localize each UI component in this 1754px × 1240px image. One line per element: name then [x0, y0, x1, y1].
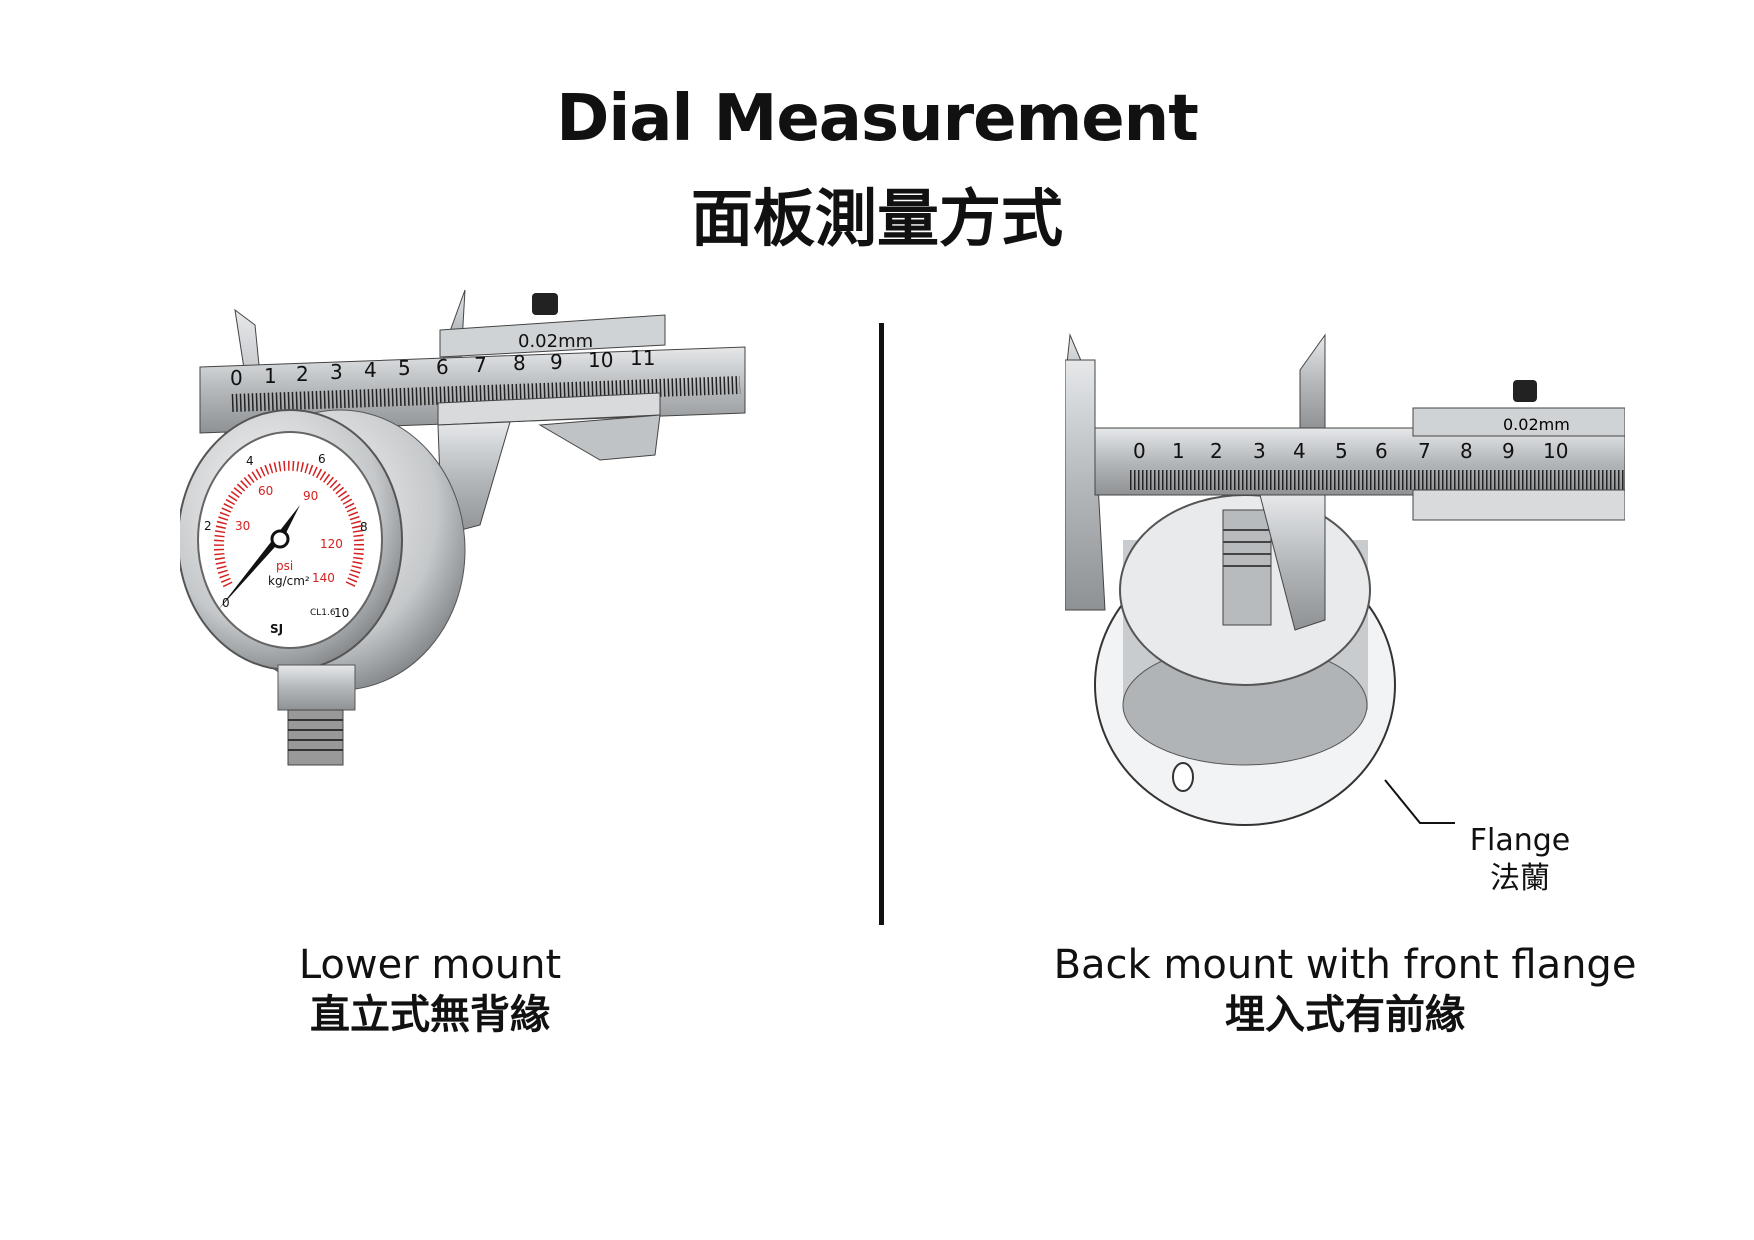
- thumb-screw-icon: [532, 293, 558, 315]
- svg-text:10: 10: [334, 606, 349, 620]
- lower-mount-illustration: 0 1 2 3 4 5 6 7 8 9 10 11 0.02mm 30 60 9…: [180, 289, 746, 766]
- title-en: Dial Measurement: [556, 82, 1199, 156]
- svg-text:3: 3: [1253, 439, 1266, 463]
- svg-text:30: 30: [235, 519, 250, 533]
- svg-text:8: 8: [360, 520, 368, 534]
- scale-label: 3: [330, 360, 343, 384]
- flange-label-zh: 法蘭: [1490, 861, 1550, 896]
- svg-text:1: 1: [1172, 439, 1185, 463]
- resolution-label: 0.02mm: [518, 331, 593, 352]
- flange-leader-line: [1384, 779, 1455, 824]
- svg-text:7: 7: [1418, 439, 1431, 463]
- caption-zh: 直立式無背緣: [310, 992, 550, 1038]
- svg-text:SJ: SJ: [270, 622, 283, 636]
- caption-en: Back mount with front flange: [1053, 942, 1637, 988]
- svg-text:60: 60: [258, 484, 273, 498]
- svg-text:6: 6: [1375, 439, 1388, 463]
- scale-label: 9: [550, 350, 563, 374]
- main-scale: 0 1 2 3 4 5 6 7 8 9 10: [1133, 439, 1568, 463]
- svg-text:10: 10: [1543, 439, 1568, 463]
- main-scale: 0 1 2 3 4 5 6 7 8 9 10 11: [230, 346, 655, 390]
- svg-text:140: 140: [312, 571, 335, 585]
- flange-label-en: Flange: [1469, 823, 1571, 858]
- flange-callout: Flange 法蘭: [1460, 822, 1580, 898]
- svg-text:9: 9: [1502, 439, 1515, 463]
- scale-label: 2: [296, 362, 309, 386]
- svg-text:0: 0: [222, 596, 230, 610]
- svg-text:4: 4: [1293, 439, 1306, 463]
- svg-text:2: 2: [204, 519, 212, 533]
- svg-text:6: 6: [318, 452, 326, 466]
- kg-scale: 0 2 4 6 8 10 kg/cm² CL1.6 SJ: [204, 452, 368, 636]
- psi-scale: 30 60 90 120 140 psi: [235, 484, 343, 585]
- caption-back-mount: Back mount with front flange 埋入式有前緣: [1000, 940, 1690, 1040]
- scale-label: 10: [588, 348, 613, 372]
- divider: [879, 323, 884, 925]
- caption-en: Lower mount: [298, 942, 562, 988]
- back-mount-illustration: 0 1 2 3 4 5 6 7 8 9 10 0.02mm: [1065, 333, 1625, 826]
- scale-label: 6: [436, 355, 449, 379]
- scale-label: 1: [264, 364, 277, 388]
- svg-text:psi: psi: [276, 559, 293, 573]
- svg-text:120: 120: [320, 537, 343, 551]
- scale-label: 8: [513, 351, 526, 375]
- scale-label: 5: [398, 356, 411, 380]
- resolution-label: 0.02mm: [1503, 415, 1570, 434]
- svg-text:2: 2: [1210, 439, 1223, 463]
- scale-label: 0: [230, 366, 243, 390]
- svg-text:0: 0: [1133, 439, 1146, 463]
- scale-label: 4: [364, 358, 377, 382]
- caption-zh: 埋入式有前緣: [1225, 992, 1465, 1038]
- svg-text:kg/cm²: kg/cm²: [268, 574, 310, 588]
- svg-text:90: 90: [303, 489, 318, 503]
- title-zh: 面板測量方式: [690, 182, 1063, 255]
- thumb-screw-icon: [1513, 380, 1537, 402]
- svg-text:4: 4: [246, 454, 254, 468]
- scale-label: 7: [474, 353, 487, 377]
- svg-text:CL1.6: CL1.6: [310, 608, 336, 618]
- svg-text:8: 8: [1460, 439, 1473, 463]
- scale-label: 11: [630, 346, 655, 370]
- caption-lower-mount: Lower mount 直立式無背緣: [180, 940, 680, 1040]
- svg-text:5: 5: [1335, 439, 1348, 463]
